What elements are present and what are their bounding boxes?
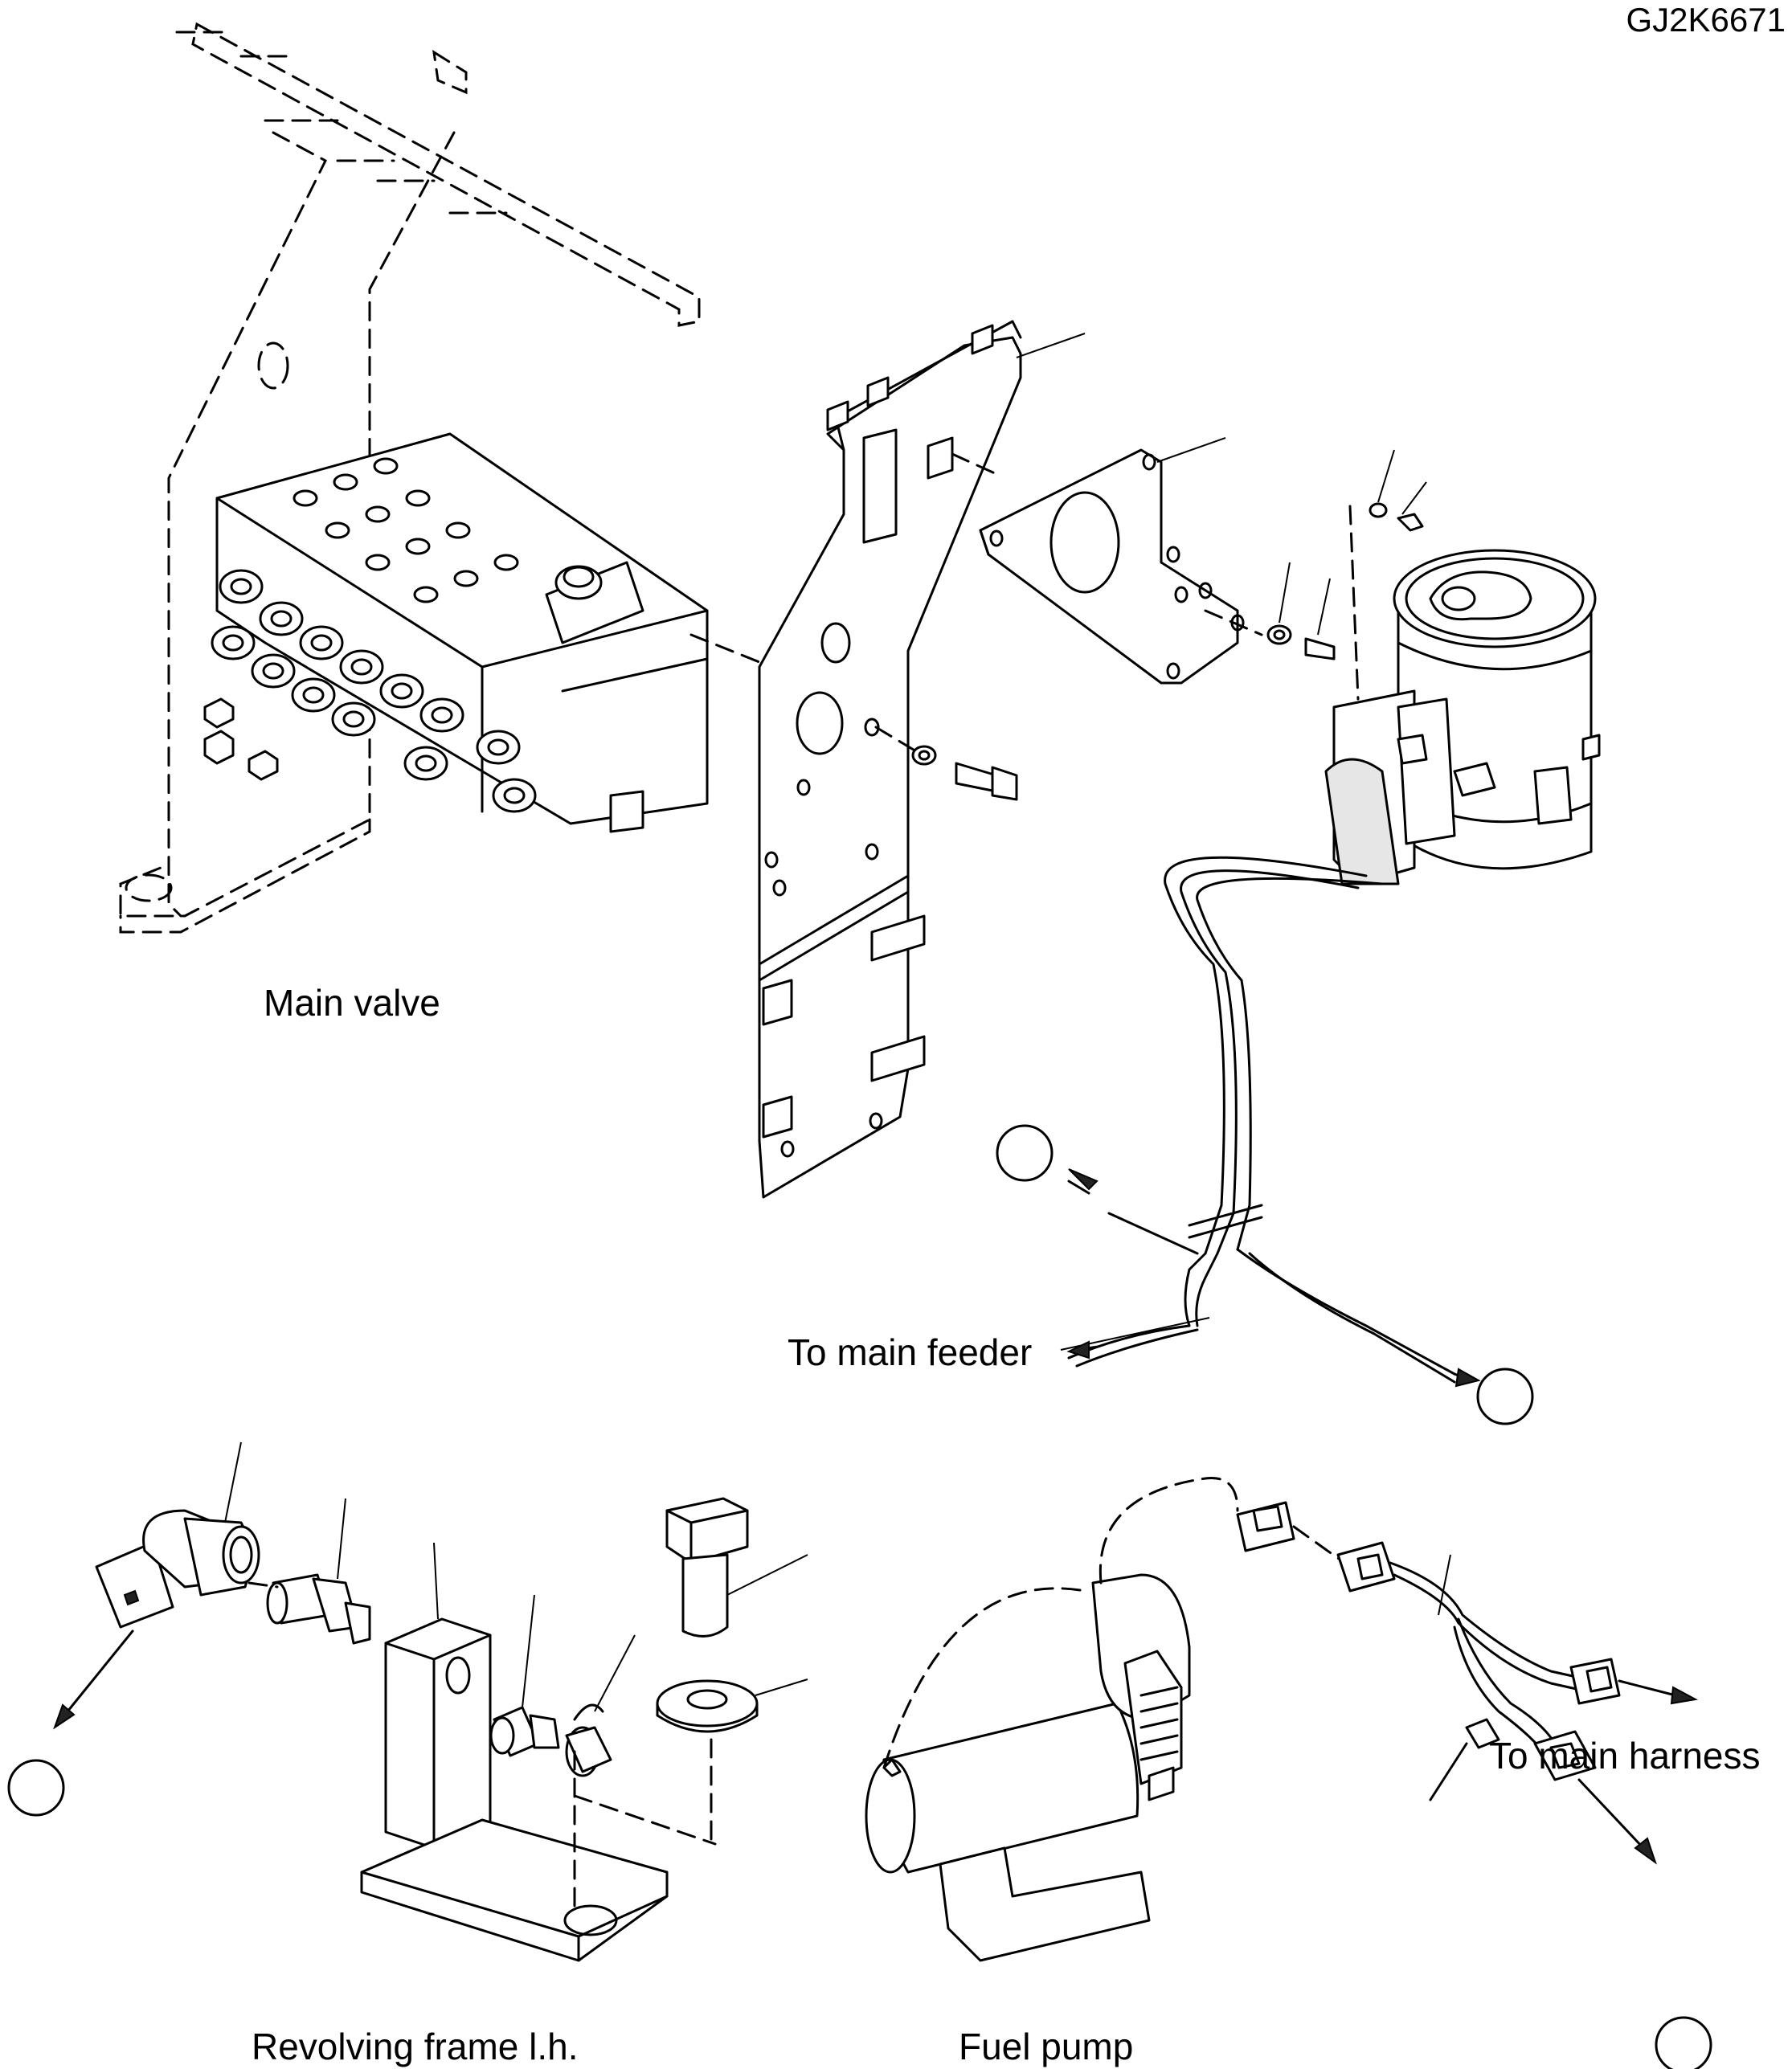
label-main-valve: Main valve [264,982,440,1024]
main-valve-bracket [119,22,701,934]
cap-plug [565,1634,636,1777]
reference-circle-harness [1476,1368,1534,1425]
reference-circle-frame [7,1759,65,1817]
valve-top-ports [293,457,519,603]
fuel-pump-harness [1236,1501,1699,1865]
mounting-plate [758,320,1086,1199]
wiring-harness-upper [1060,856,1481,1388]
valve-ports [211,569,537,813]
loose-nuts [203,697,279,781]
valve-cap [545,561,644,644]
flange-plate [979,437,1360,701]
plate-bolt [911,745,1018,801]
label-to-main-harness: To main harness [1489,1735,1761,1777]
main-valve-block [203,432,773,833]
mounting-block [360,1542,717,1962]
fuel-pump-motor [865,1477,1239,1962]
reference-circle-feeder [996,1124,1054,1182]
motor-fasteners [1266,449,1427,660]
label-to-main-feeder: To main feeder [788,1331,1033,1373]
reference-circle-pump [1655,2016,1712,2069]
adapter-fitting [248,1498,371,1645]
elbow-fitting [53,1441,260,1730]
pump-motor [1324,549,1601,885]
drawing-code: GJ2K6671 [1626,1,1786,39]
pressure-sensor [489,1594,560,1757]
label-revolving-frame: Revolving frame l.h. [252,2026,579,2067]
label-fuel-pump: Fuel pump [959,2026,1134,2067]
hex-bolt [656,1497,808,1850]
